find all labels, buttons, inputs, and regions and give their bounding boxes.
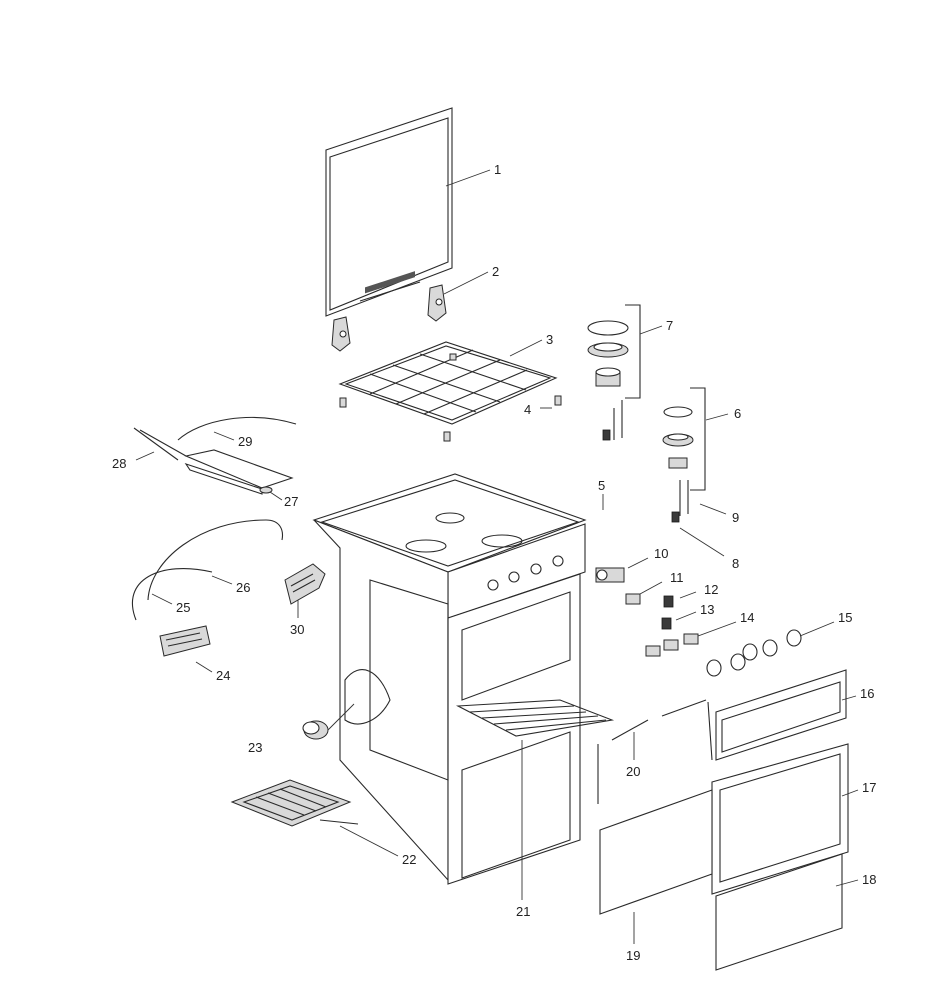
part-switches — [625, 593, 699, 657]
callout-26: 26 — [236, 580, 250, 595]
part-top-panel — [133, 416, 297, 495]
callout-4: 4 — [524, 402, 531, 417]
callout-6: 6 — [734, 406, 741, 421]
callout-labels: 1 2 3 4 5 6 7 8 9 10 11 12 13 14 15 16 1… — [112, 162, 876, 963]
part-oven-shelf — [455, 699, 615, 737]
callout-14: 14 — [740, 610, 754, 625]
callout-7: 7 — [666, 318, 673, 333]
callout-13: 13 — [700, 602, 714, 617]
callout-10: 10 — [654, 546, 668, 561]
part-doors — [597, 669, 849, 971]
part-burner-large — [587, 304, 641, 441]
callout-8: 8 — [732, 556, 739, 571]
callout-30: 30 — [290, 622, 304, 637]
callout-19: 19 — [626, 948, 640, 963]
callout-22: 22 — [402, 852, 416, 867]
part-light-cap — [302, 720, 329, 740]
part-wiring — [131, 519, 284, 657]
callout-18: 18 — [862, 872, 876, 887]
callout-17: 17 — [862, 780, 876, 795]
callout-21: 21 — [516, 904, 530, 919]
part-lid — [325, 107, 453, 317]
callout-27: 27 — [284, 494, 298, 509]
callout-3: 3 — [546, 332, 553, 347]
callout-20: 20 — [626, 764, 640, 779]
callout-24: 24 — [216, 668, 230, 683]
part-gas-valve — [595, 567, 625, 583]
leader-lines — [135, 169, 859, 944]
part-burner-small — [662, 387, 706, 523]
callout-28: 28 — [112, 456, 126, 471]
callout-23: 23 — [248, 740, 262, 755]
callout-16: 16 — [860, 686, 874, 701]
part-pan-support — [338, 341, 562, 442]
callout-2: 2 — [492, 264, 499, 279]
callout-5: 5 — [598, 478, 605, 493]
callout-29: 29 — [238, 434, 252, 449]
callout-15: 15 — [838, 610, 852, 625]
part-grill-pan — [230, 779, 359, 827]
part-knobs — [706, 629, 802, 677]
callout-1: 1 — [494, 162, 501, 177]
part-switch-block — [284, 563, 326, 605]
callout-9: 9 — [732, 510, 739, 525]
part-cabinet — [312, 473, 587, 885]
callout-25: 25 — [176, 600, 190, 615]
part-hinges — [331, 284, 447, 352]
callout-12: 12 — [704, 582, 718, 597]
callout-11: 11 — [670, 570, 684, 585]
